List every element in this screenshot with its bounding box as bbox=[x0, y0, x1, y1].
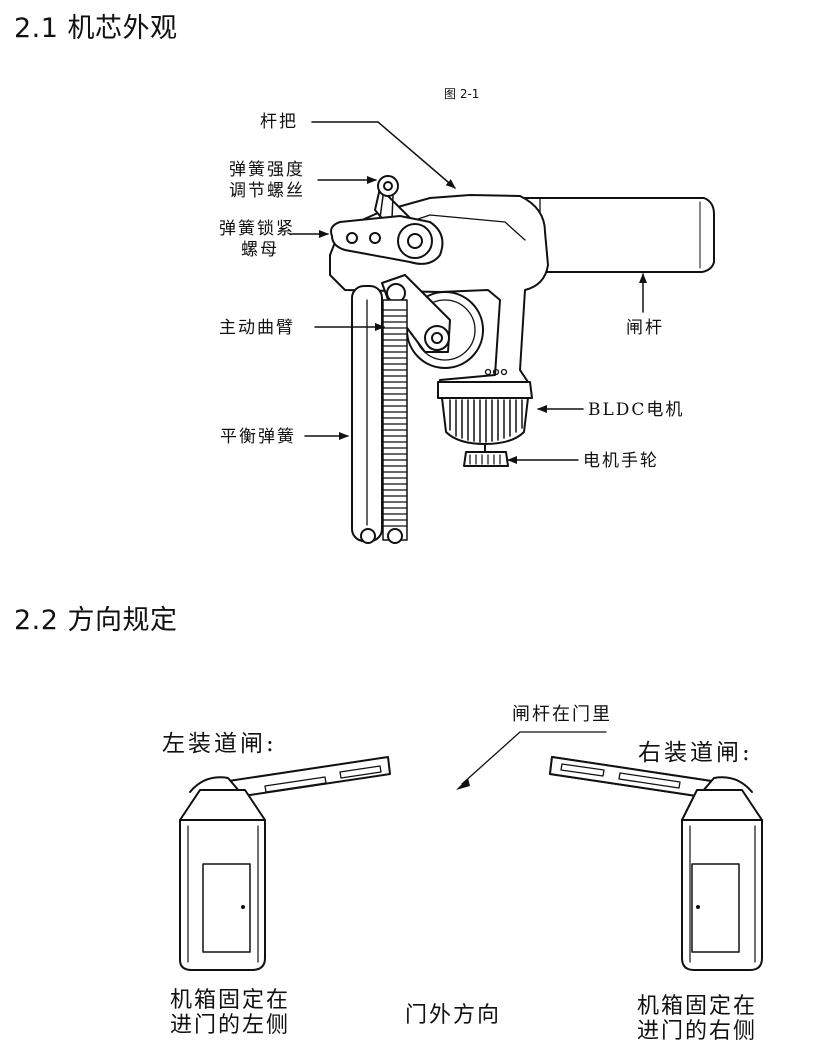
spring-nut-arm bbox=[330, 215, 444, 265]
right-install-title: 右装道闸: bbox=[638, 740, 753, 766]
right-caption-line1: 机箱固定在 bbox=[637, 994, 758, 1019]
figure-caption: 图 2-1 bbox=[444, 87, 480, 101]
label-spring-adjust-line1: 弹簧强度 bbox=[229, 160, 305, 180]
label-spring-adjust-line2: 调节螺丝 bbox=[229, 181, 305, 201]
left-caption-line2: 进门的左侧 bbox=[170, 1013, 291, 1038]
label-spring-nut-line2: 螺母 bbox=[241, 240, 279, 260]
motor-handwheel bbox=[463, 443, 509, 467]
label-main-crank: 主动曲臂 bbox=[219, 318, 295, 338]
balance-spring bbox=[351, 285, 408, 544]
label-spring-nut-line1: 弹簧锁紧 bbox=[219, 219, 295, 239]
left-barrier-gate bbox=[179, 756, 391, 971]
label-motor-handwheel: 电机手轮 bbox=[583, 451, 659, 471]
arm-inside-label: 闸杆在门里 bbox=[512, 704, 612, 725]
leader-lines bbox=[289, 121, 647, 464]
outside-direction-label: 门外方向 bbox=[405, 1003, 502, 1028]
left-caption-line1: 机箱固定在 bbox=[170, 988, 291, 1013]
label-bldc-motor: BLDC电机 bbox=[588, 400, 685, 420]
mechanism-diagram bbox=[289, 121, 715, 544]
inside-direction-arrow bbox=[456, 731, 607, 790]
section-heading-2-2: 2.2 方向规定 bbox=[14, 605, 178, 636]
section-heading-2-1: 2.1 机芯外观 bbox=[14, 13, 178, 44]
right-barrier-gate bbox=[549, 756, 763, 971]
bldc-motor bbox=[437, 381, 533, 445]
label-balance-spring: 平衡弹簧 bbox=[220, 427, 296, 447]
label-barrier-arm: 闸杆 bbox=[626, 318, 664, 338]
right-caption-line2: 进门的右侧 bbox=[637, 1019, 758, 1044]
label-lever-handle: 杆把 bbox=[260, 112, 298, 132]
left-install-title: 左装道闸: bbox=[162, 731, 277, 757]
